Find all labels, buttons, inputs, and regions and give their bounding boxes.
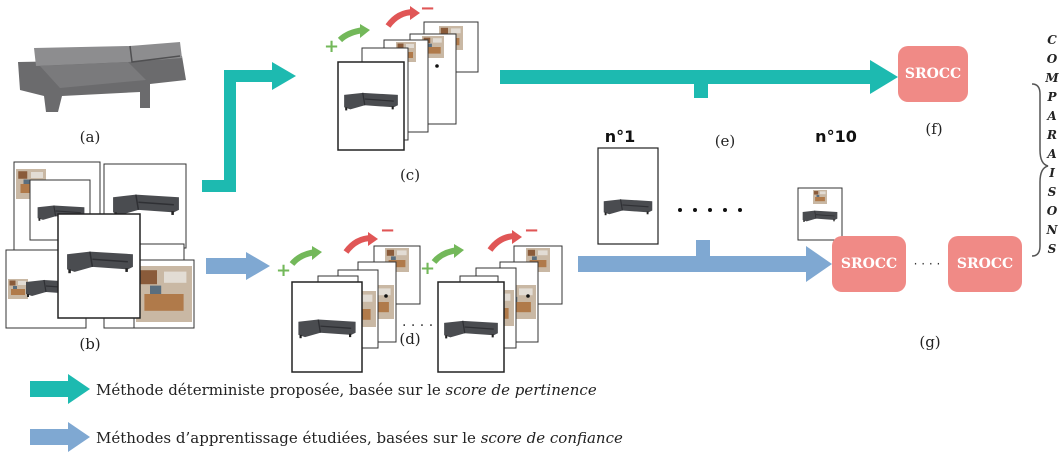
- svg-text:R: R: [1046, 128, 1057, 142]
- label-f: (f): [925, 120, 942, 138]
- label-g: (g): [919, 333, 940, 351]
- svg-text:P: P: [1046, 90, 1057, 104]
- stack-ellipsis: . . . .: [402, 314, 433, 330]
- rank-last: n°10: [815, 127, 857, 146]
- sofa-render-icon: [18, 42, 186, 112]
- teal-arrow-b-to-c: [202, 62, 296, 192]
- svg-text:A: A: [1046, 147, 1056, 161]
- svg-text:S: S: [1048, 242, 1057, 256]
- svg-text:S: S: [1048, 185, 1057, 199]
- blue-arrow-b-to-d: [206, 252, 270, 280]
- svg-text:A: A: [1046, 109, 1056, 123]
- label-c: (c): [400, 166, 420, 184]
- legend-teal-arrow: [30, 374, 90, 404]
- srocc-g-left-label: SROCC: [841, 256, 897, 272]
- srocc-g-right-label: SROCC: [957, 256, 1013, 272]
- legend-blue-arrow: [30, 422, 90, 452]
- minus-icon: −: [420, 0, 435, 19]
- svg-text:C: C: [1047, 33, 1057, 47]
- srocc-box-g-left: [832, 236, 906, 292]
- legend: Méthode déterministe proposée, basée sur…: [30, 374, 623, 452]
- svg-text:O: O: [1047, 52, 1058, 66]
- label-a: (a): [80, 128, 101, 146]
- blue-arrow-d-to-g: [578, 240, 832, 282]
- comparaisons-vertical-label: C O M P A R A I S O N S: [1044, 33, 1059, 256]
- svg-text:O: O: [1047, 204, 1058, 218]
- photo-stack-b: [5, 161, 195, 329]
- svg-text:N: N: [1046, 223, 1059, 237]
- srocc-box-f: [898, 46, 968, 102]
- svg-text:M: M: [1044, 71, 1059, 85]
- plus-icon: +: [324, 36, 339, 57]
- srocc-f-label: SROCC: [905, 66, 961, 82]
- image-stack-d-left: [291, 245, 421, 373]
- plus-icon: +: [276, 260, 291, 281]
- srocc-dots: · · · ·: [914, 257, 941, 271]
- image-stack-c: [337, 21, 479, 151]
- label-e: (e): [715, 132, 736, 150]
- label-d: (d): [399, 330, 420, 348]
- minus-icon: −: [524, 220, 539, 241]
- teal-arrow-c-to-f: [500, 60, 898, 98]
- rank-first: n°1: [605, 127, 636, 146]
- image-stack-d-right: [437, 245, 563, 373]
- label-b: (b): [79, 335, 100, 353]
- legend-teal-text: Méthode déterministe proposée, basée sur…: [96, 381, 597, 399]
- legend-blue-text: Méthodes d’apprentissage étudiées, basée…: [96, 429, 623, 447]
- plus-icon: +: [420, 258, 435, 279]
- svg-text:I: I: [1048, 166, 1055, 180]
- minus-icon: −: [380, 220, 395, 241]
- srocc-box-g-right: [948, 236, 1022, 292]
- brace: [1031, 83, 1049, 257]
- ranking-images: [597, 147, 843, 245]
